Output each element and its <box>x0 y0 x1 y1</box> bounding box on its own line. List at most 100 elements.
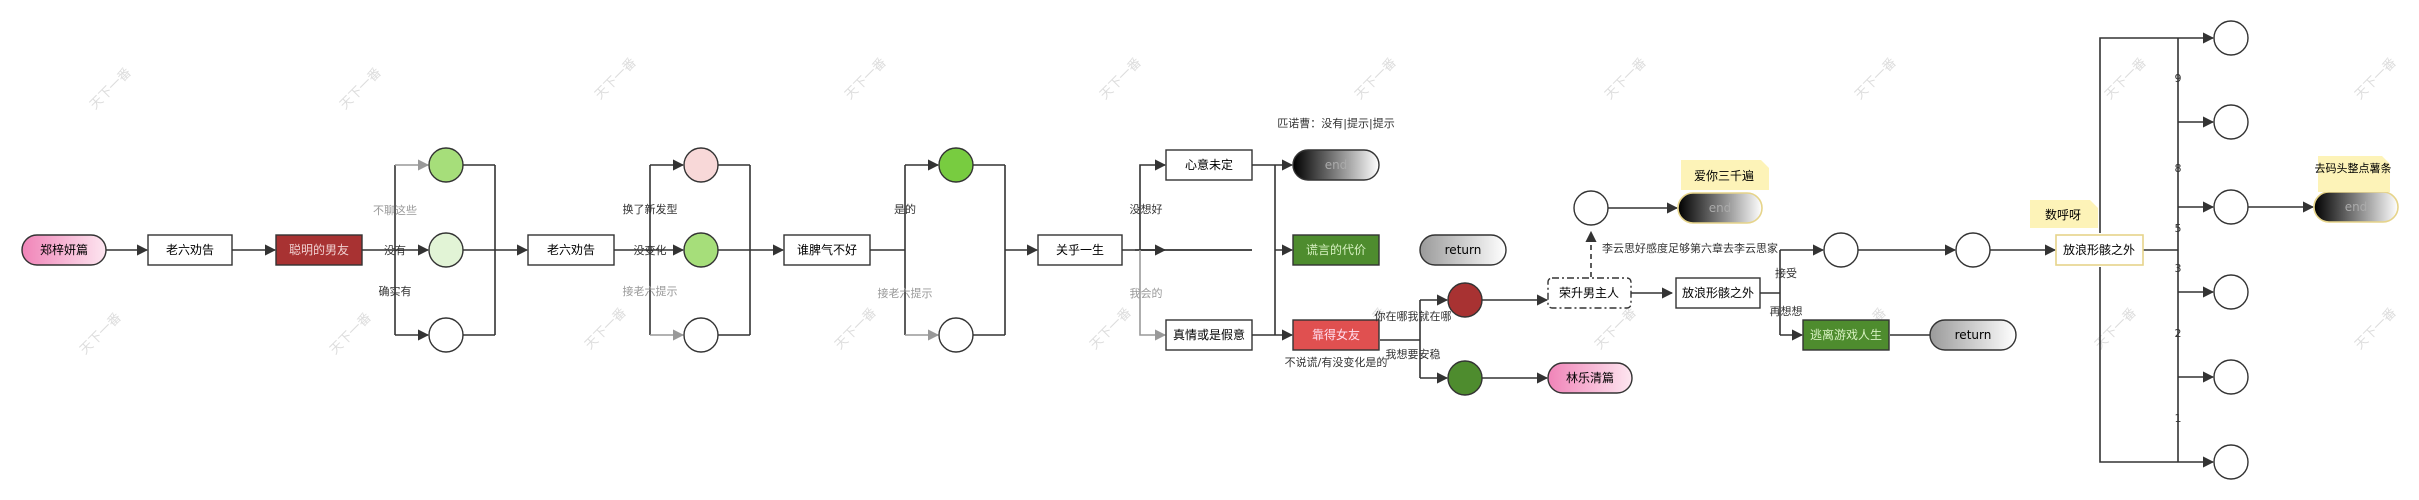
edge-label: 确实有 <box>379 284 412 298</box>
start-node[interactable] <box>21 234 107 266</box>
edge-label: 你在哪我就在哪 <box>1375 309 1452 323</box>
choice-circle[interactable] <box>1447 282 1483 318</box>
note-text: 去码头整点薯条 <box>2315 161 2392 175</box>
advice-node-2-label: 老六劝告 <box>547 242 595 257</box>
watermark: 天下一番 <box>1087 305 1134 352</box>
edge-label: 2 <box>2175 327 2182 340</box>
advice-node-2[interactable] <box>527 234 615 266</box>
edge-label: 接老六提示 <box>623 285 678 298</box>
temper-node[interactable] <box>783 234 871 266</box>
choice-circle[interactable] <box>2213 444 2249 480</box>
watermark: 天下一番 <box>1352 55 1399 102</box>
choice-circle[interactable] <box>1955 232 1991 268</box>
choice-circle[interactable] <box>683 317 719 353</box>
watermark: 天下一番 <box>337 65 384 112</box>
sincere-node[interactable] <box>1165 319 1253 351</box>
lifetime-node[interactable] <box>1037 234 1123 266</box>
choice-circle[interactable] <box>428 147 464 183</box>
return-node-1-label: return <box>1445 243 1482 257</box>
edge-label: 1 <box>2175 412 2182 425</box>
watermark: 天下一番 <box>842 55 889 102</box>
note-text: 数呼呀 <box>2045 207 2081 222</box>
edge-label: 是的 <box>894 202 916 216</box>
lie-cost-node[interactable] <box>1292 234 1380 266</box>
edge-labels: 不聊这些 没有 确实有 换了新发型 没变化 接老六提示 是的 接老六提示 没想好… <box>373 72 2182 425</box>
sticky-note <box>1681 160 1769 190</box>
edge-label: 不说谎/有没变化是的 <box>1285 355 1388 369</box>
return-node-1[interactable] <box>1419 234 1507 266</box>
edge-label: 我想要安稳 <box>1386 347 1441 361</box>
lin-node[interactable] <box>1547 362 1633 394</box>
watermark: 天下一番 <box>1852 55 1899 102</box>
notes: 爱你三千遍 数呼呀 去码头整点薯条 <box>1681 156 2392 228</box>
unrestrained-node-1-label: 放浪形骸之外 <box>1682 285 1754 300</box>
edge-label: 没变化 <box>634 243 667 257</box>
end-node-1[interactable] <box>1292 149 1380 181</box>
choice-circle[interactable] <box>683 232 719 268</box>
watermark: 天下一番 <box>1602 55 1649 102</box>
nodes: 郑梓妍篇 老六劝告 聪明的男友 老六劝告 谁脾气不好 关乎一生 心意未定 真情或… <box>21 149 2399 394</box>
choice-circle[interactable] <box>938 147 974 183</box>
sticky-note <box>2030 200 2098 228</box>
edge-label: 接受 <box>1775 267 1797 280</box>
end-node-1-label: end <box>1325 158 1348 172</box>
choice-circle[interactable] <box>1823 232 1859 268</box>
end-node-2[interactable] <box>1677 192 1763 224</box>
edge-label: 8 <box>2175 162 2182 175</box>
choice-circle[interactable] <box>683 147 719 183</box>
choice-circle[interactable] <box>2213 20 2249 56</box>
lie-cost-label: 谎言的代价 <box>1306 242 1366 257</box>
undecided-node[interactable] <box>1165 149 1253 181</box>
choice-circles <box>428 20 2249 480</box>
unrestrained-node-2-label: 放浪形骸之外 <box>2063 242 2135 257</box>
edge-label: 匹诺曹：没有|提示|提示 <box>1277 116 1394 130</box>
choice-circle[interactable] <box>2213 359 2249 395</box>
watermark: 天下一番 <box>1592 305 1639 352</box>
choice-circle[interactable] <box>428 317 464 353</box>
unrestrained-node-1[interactable] <box>1675 277 1761 309</box>
host-node-label: 荣升男主人 <box>1559 286 1619 300</box>
end-node-3-label: end <box>2345 200 2368 214</box>
connectors <box>106 32 2315 468</box>
watermark: 天下一番 <box>1097 55 1144 102</box>
watermark: 天下一番 <box>582 305 629 352</box>
smart-boyfriend-label: 聪明的男友 <box>289 242 349 257</box>
sticky-note <box>2318 156 2390 192</box>
edge-label: 3 <box>2175 262 2182 275</box>
watermark: 天下一番 <box>832 305 879 352</box>
return-node-2[interactable] <box>1929 319 2017 351</box>
girlfriend-node[interactable] <box>1292 319 1380 351</box>
end-node-2-label: end <box>1709 201 1732 215</box>
edge-label: 没有 <box>384 243 406 257</box>
unrestrained-node-2[interactable] <box>2055 234 2144 266</box>
edge-label: 李云思好感度足够第六章去李云思家 <box>1602 241 1778 255</box>
watermark: 天下一番 <box>2352 305 2399 352</box>
escape-node-label: 逃离游戏人生 <box>1810 327 1882 342</box>
choice-circle[interactable] <box>938 317 974 353</box>
lifetime-node-label: 关乎一生 <box>1056 243 1104 257</box>
choice-circle[interactable] <box>1573 190 1609 226</box>
choice-circle[interactable] <box>2213 274 2249 310</box>
choice-circle[interactable] <box>2213 189 2249 225</box>
watermark: 天下一番 <box>87 65 134 112</box>
choice-circle[interactable] <box>428 232 464 268</box>
edge-label: 换了新发型 <box>623 202 678 216</box>
smart-boyfriend-node[interactable] <box>275 234 363 266</box>
advice-node-1-label: 老六劝告 <box>166 242 214 257</box>
return-node-2-label: return <box>1955 328 1992 342</box>
note-text: 爱你三千遍 <box>1694 169 1754 183</box>
watermark: 天下一番 <box>327 310 374 357</box>
host-node[interactable] <box>1547 277 1632 309</box>
choice-circle[interactable] <box>2213 104 2249 140</box>
edge-label: 没想好 <box>1130 202 1163 216</box>
lin-node-label: 林乐清篇 <box>1566 370 1614 385</box>
watermark: 天下一番 <box>2352 55 2399 102</box>
watermark: 天下一番 <box>592 55 639 102</box>
watermark: 天下一番 <box>2102 55 2149 102</box>
escape-node[interactable] <box>1802 319 1890 351</box>
girlfriend-label: 靠得女友 <box>1312 327 1360 342</box>
choice-circle[interactable] <box>1447 360 1483 396</box>
edge-label: 我会的 <box>1130 286 1163 300</box>
advice-node-1[interactable] <box>147 234 233 266</box>
